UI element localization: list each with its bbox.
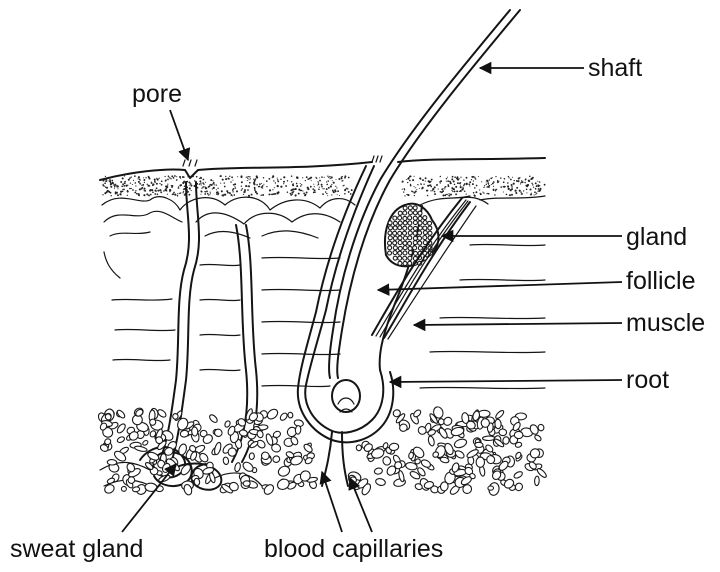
- label-blood-capillaries: blood capillaries: [264, 535, 443, 563]
- sebaceous-gland: [385, 204, 439, 267]
- label-follicle: follicle: [626, 267, 695, 295]
- label-shaft-group: shaft: [480, 54, 642, 82]
- label-sweat-gland-group: sweat gland: [10, 464, 176, 563]
- dermal-papillae: [102, 196, 545, 278]
- label-sweat-gland: sweat gland: [10, 535, 143, 563]
- label-shaft: shaft: [588, 54, 642, 82]
- label-root: root: [626, 366, 669, 394]
- label-pore: pore: [132, 80, 182, 108]
- label-gland-group: gland: [442, 223, 687, 251]
- label-muscle-group: muscle: [414, 309, 705, 337]
- label-muscle: muscle: [626, 309, 705, 337]
- epidermis-stipple: [101, 175, 545, 197]
- label-pore-group: pore: [132, 80, 188, 160]
- label-gland: gland: [626, 223, 687, 251]
- label-root-group: root: [390, 366, 669, 394]
